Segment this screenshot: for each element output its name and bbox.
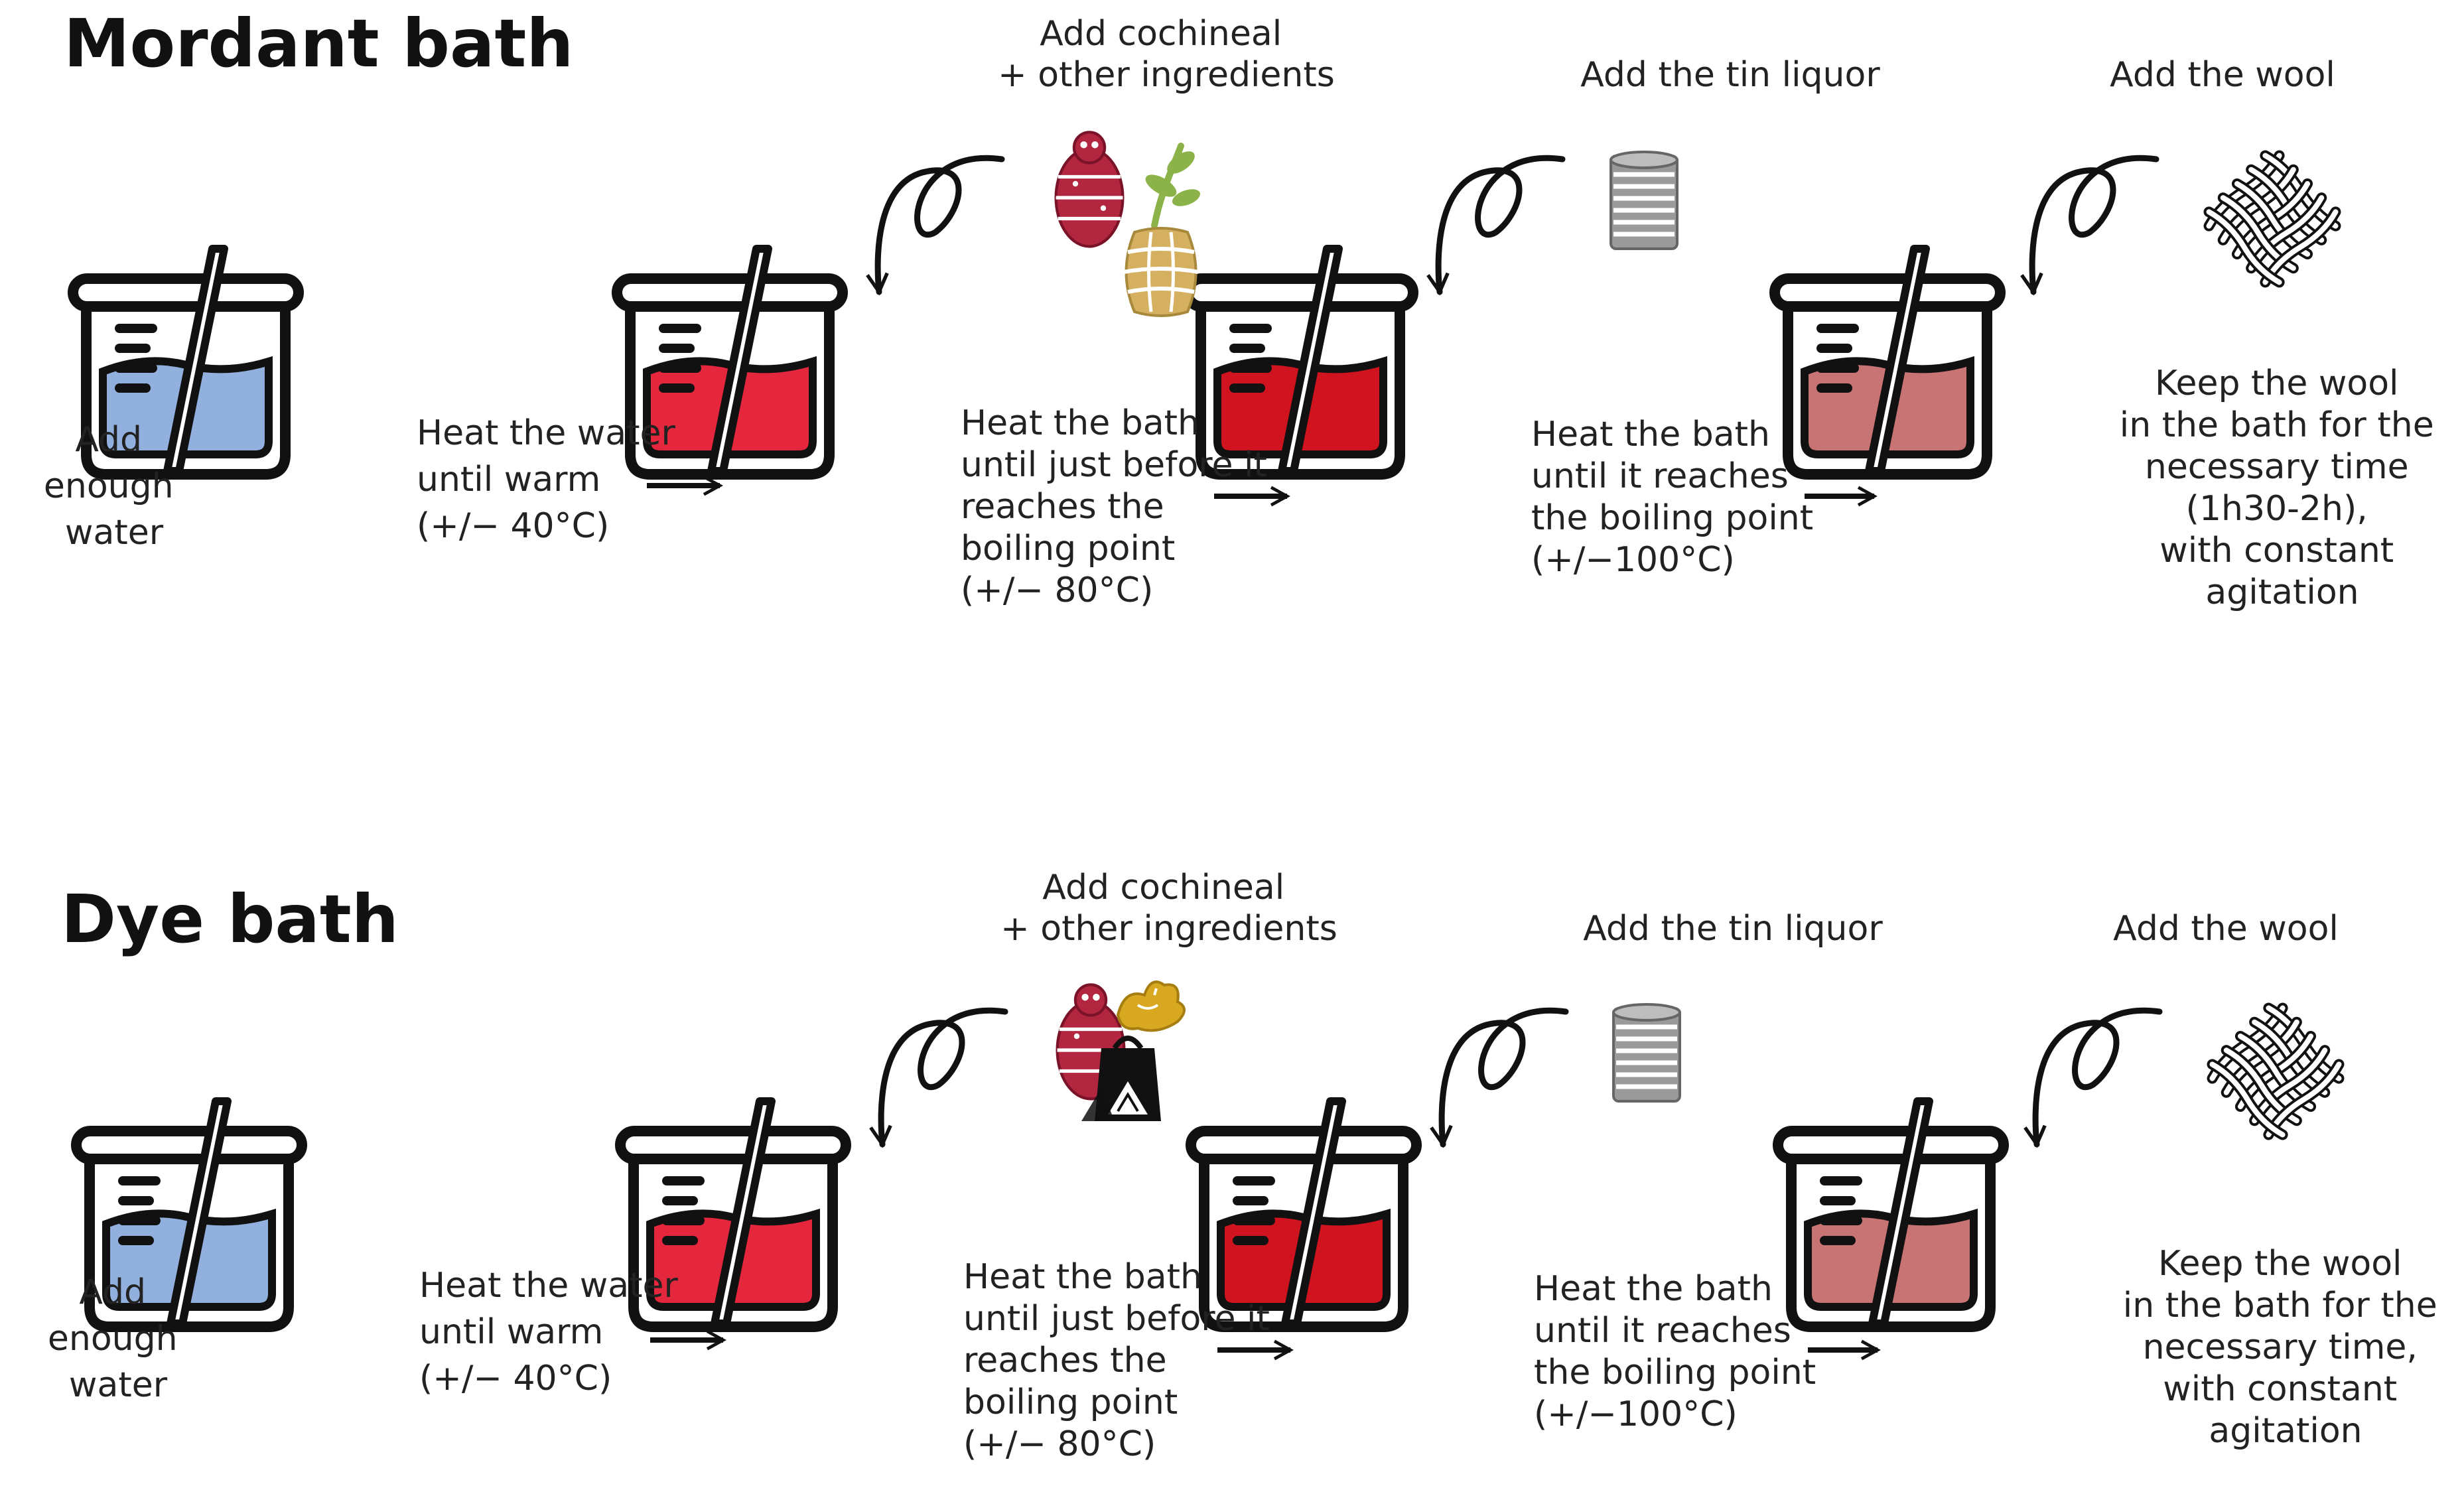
step-label: Add enough water [44, 420, 184, 553]
beaker-icon [615, 1097, 851, 1332]
wool-weave-icon [2203, 150, 2341, 288]
dye-bath-section: Dye bath Add enough water Heat the water [48, 868, 2448, 1464]
step-label: Heat the bath until it reaches the boili… [1534, 1269, 1827, 1434]
beaker-icon [71, 1097, 307, 1332]
beaker-icon [68, 245, 304, 480]
curly-arrow [1426, 155, 1566, 296]
addition-label: Add cochineal + other ingredients [1000, 868, 1337, 949]
step-label: Keep the wool in the bath for the necess… [2123, 1244, 2448, 1451]
addition-label: Add the wool [2113, 909, 2339, 949]
curly-arrow [2023, 1007, 2163, 1148]
mordant-bath-section: Mordant bath Add enough water Hea [44, 5, 2445, 612]
addition-label: Add the tin liquor [1580, 55, 1880, 95]
powder-bag-icon [1081, 1036, 1161, 1121]
step-label: Heat the bath until just before it reach… [963, 1257, 1280, 1464]
plant-sprig-icon [1145, 143, 1201, 229]
curly-arrow [866, 155, 1005, 296]
step-label: Keep the wool in the bath for the necess… [2120, 364, 2445, 612]
curly-arrow [1430, 1007, 1569, 1148]
addition-label: Add cochineal + other ingredients [998, 14, 1335, 95]
beaker-icon [1182, 245, 1418, 480]
addition-label: Add the wool [2110, 55, 2335, 95]
beaker-icon [612, 245, 848, 480]
curly-arrow [869, 1007, 1008, 1148]
wooden-barrel-icon [1123, 227, 1199, 317]
tin-can-icon [1609, 151, 1678, 250]
step-label: Heat the water until warm (+/− 40°C) [419, 1266, 689, 1398]
step-label: Heat the bath until just before it reach… [961, 403, 1278, 610]
beaker-icon [1773, 1097, 2009, 1332]
addition-label: Add the tin liquor [1583, 909, 1883, 949]
step-label: Heat the water until warm (+/− 40°C) [417, 413, 686, 546]
step-label: Heat the bath until it reaches the boili… [1531, 415, 1824, 580]
curly-arrow [2020, 155, 2159, 296]
step-label: Add enough water [48, 1272, 188, 1405]
cochineal-insect-icon [1054, 131, 1125, 248]
beaker-icon [1769, 245, 2006, 480]
section-title: Dye bath [61, 880, 399, 958]
wool-weave-icon [2207, 1002, 2345, 1140]
tin-can-icon [1612, 1003, 1681, 1103]
beaker-icon [1186, 1097, 1422, 1332]
section-title: Mordant bath [64, 5, 573, 82]
ginger-root-icon [1116, 980, 1186, 1032]
